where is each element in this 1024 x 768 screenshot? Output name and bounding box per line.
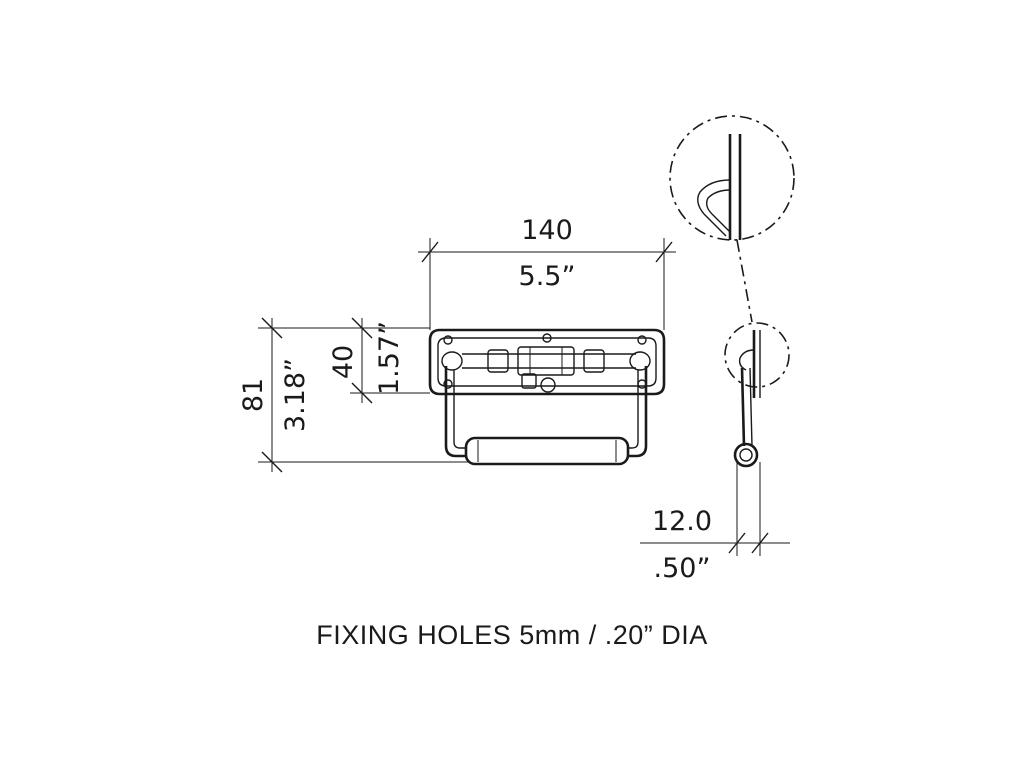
- plate-height-mm-label: 40: [328, 345, 359, 379]
- mounting-plate: [428, 328, 666, 396]
- plate-height-in-label: 1.57”: [374, 321, 405, 395]
- height-mm-label: 81: [238, 378, 269, 412]
- width-in-label: 5.5”: [519, 261, 576, 292]
- offset-dimension: 12.0 .50”: [640, 462, 790, 584]
- handle-bale: [444, 366, 648, 458]
- width-mm-label: 140: [521, 215, 573, 246]
- fixing-holes-caption: FIXING HOLES 5mm / .20” DIA: [316, 620, 708, 650]
- height-dimension: 81 3.18”: [238, 317, 470, 473]
- width-dimension: 140 5.5”: [418, 215, 676, 330]
- plate-height-dimension: 40 1.57”: [328, 317, 430, 404]
- handle-side-view: [669, 115, 795, 468]
- detail-circle-large: [669, 115, 795, 241]
- handle-grip: [464, 436, 630, 466]
- fixing-holes: [443, 333, 647, 389]
- hinge-tube: [462, 346, 636, 376]
- detail-circle-small: [724, 322, 790, 388]
- height-in-label: 3.18”: [280, 358, 311, 432]
- offset-mm-label: 12.0: [652, 506, 712, 537]
- handle-front-view: [428, 328, 666, 466]
- enlarged-hinge-detail: [697, 134, 742, 240]
- grip-end: [733, 442, 759, 468]
- offset-in-label: .50”: [654, 553, 711, 584]
